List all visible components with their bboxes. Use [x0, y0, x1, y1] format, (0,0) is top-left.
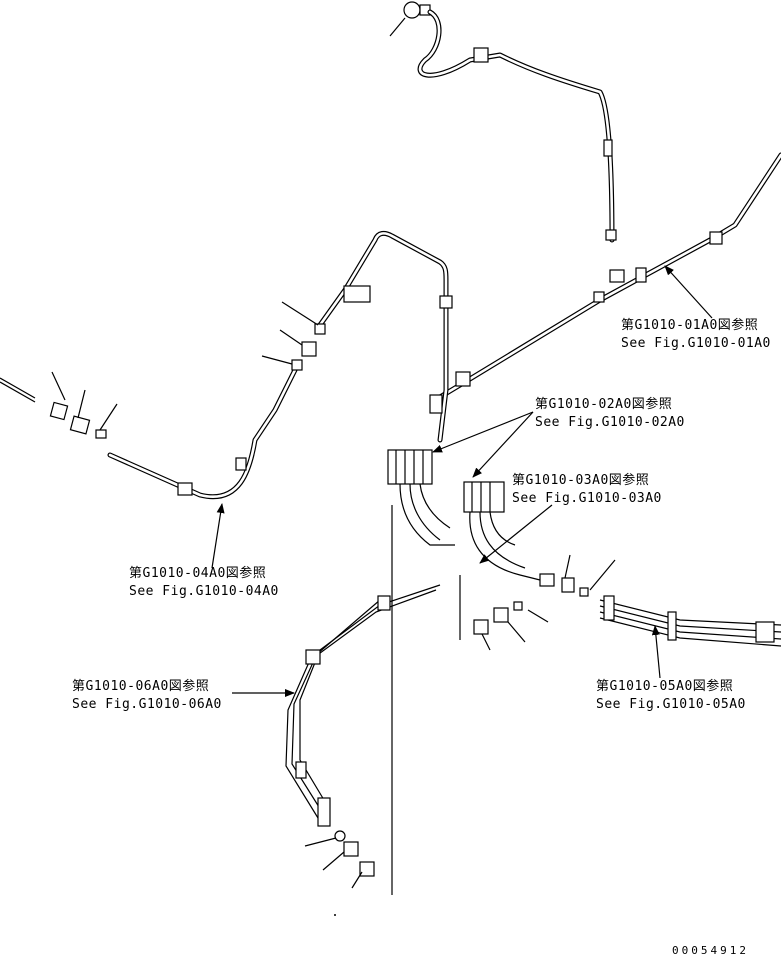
valve-block-02: [387, 449, 455, 546]
leader-arrow-03: [479, 504, 553, 564]
ref-02-en: See Fig.G1010-02A0: [535, 415, 685, 430]
ref-04-ja: 第G1010-04A0図参照: [129, 566, 267, 581]
ref-06-ja: 第G1010-06A0図参照: [72, 679, 210, 694]
ref-01-ja: 第G1010-01A0図参照: [621, 318, 759, 333]
leader-arrow-02b: [472, 411, 534, 478]
left-hose-assembly: [0, 301, 326, 500]
top-hose: [389, 1, 617, 243]
ref-03-en: See Fig.G1010-03A0: [512, 491, 662, 506]
right-pipe: [432, 152, 781, 403]
ref-03-ja: 第G1010-03A0図参照: [512, 473, 650, 488]
drawing-number: 00054912: [672, 944, 749, 957]
ref-05-en: See Fig.G1010-05A0: [596, 697, 746, 712]
leader-arrow-05: [651, 625, 661, 679]
ref-01-en: See Fig.G1010-01A0: [621, 336, 771, 351]
ref-05-ja: 第G1010-05A0図参照: [596, 679, 734, 694]
ref-04-en: See Fig.G1010-04A0: [129, 584, 279, 599]
middle-loop-pipe: [317, 230, 453, 443]
ref-06-en: See Fig.G1010-06A0: [72, 697, 222, 712]
right-hose-bundle: [473, 554, 781, 651]
ref-02-ja: 第G1010-02A0図参照: [535, 397, 673, 412]
lower-left-hoses: [285, 584, 441, 889]
valve-block-03: [463, 481, 541, 581]
leader-arrow-02a: [432, 411, 534, 453]
leader-arrow-01: [664, 265, 713, 319]
leader-arrow-04: [211, 503, 225, 569]
